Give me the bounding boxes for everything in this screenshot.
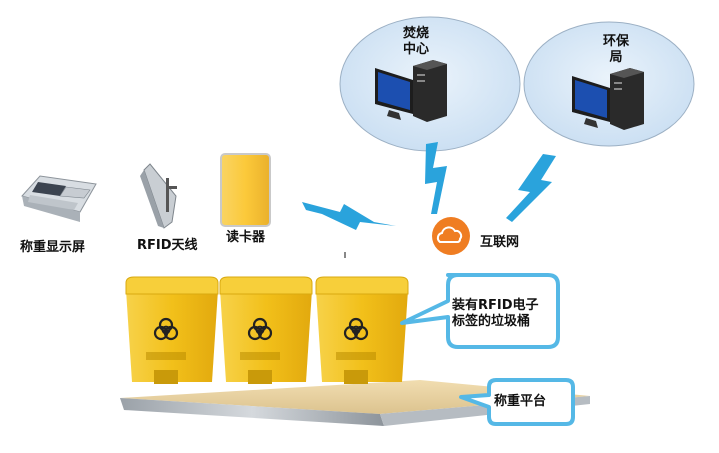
env-bureau-label: 环保 局 bbox=[598, 34, 634, 66]
env-bureau-label-line1: 环保 bbox=[602, 34, 629, 49]
lightning-icon bbox=[302, 202, 396, 230]
waste-bin-1 bbox=[125, 276, 219, 384]
env-bureau-label-line2: 局 bbox=[609, 50, 623, 65]
rfid-antenna-icon bbox=[140, 163, 177, 229]
bins-label-line2: 标签的垃圾桶 bbox=[452, 314, 531, 329]
internet-label: 互联网 bbox=[480, 235, 520, 250]
weighing-display-label: 称重显示屏 bbox=[20, 240, 86, 255]
bins-label: 装有RFID电子 标签的垃圾桶 bbox=[452, 298, 539, 330]
lightning-icon bbox=[506, 154, 556, 222]
internet-cloud-icon bbox=[432, 217, 470, 255]
incineration-center-label: 焚烧 中心 bbox=[398, 26, 434, 58]
waste-bin-3 bbox=[315, 276, 409, 384]
weighing-display-icon bbox=[21, 175, 97, 222]
bins-callout bbox=[400, 273, 560, 349]
card-reader-icon bbox=[220, 153, 271, 227]
rfid-antenna-label: RFID天线 bbox=[137, 238, 198, 253]
lightning-icon bbox=[425, 142, 447, 214]
card-reader-label: 读卡器 bbox=[226, 230, 266, 245]
waste-bin-2 bbox=[219, 276, 313, 384]
platform-callout bbox=[459, 378, 575, 426]
incineration-center-label-line2: 中心 bbox=[402, 42, 429, 57]
bins-label-line1: 装有RFID电子 bbox=[452, 298, 539, 313]
env-bureau-cloud bbox=[523, 21, 695, 147]
incineration-center-label-line1: 焚烧 bbox=[402, 26, 429, 41]
platform-label: 称重平台 bbox=[494, 394, 547, 409]
